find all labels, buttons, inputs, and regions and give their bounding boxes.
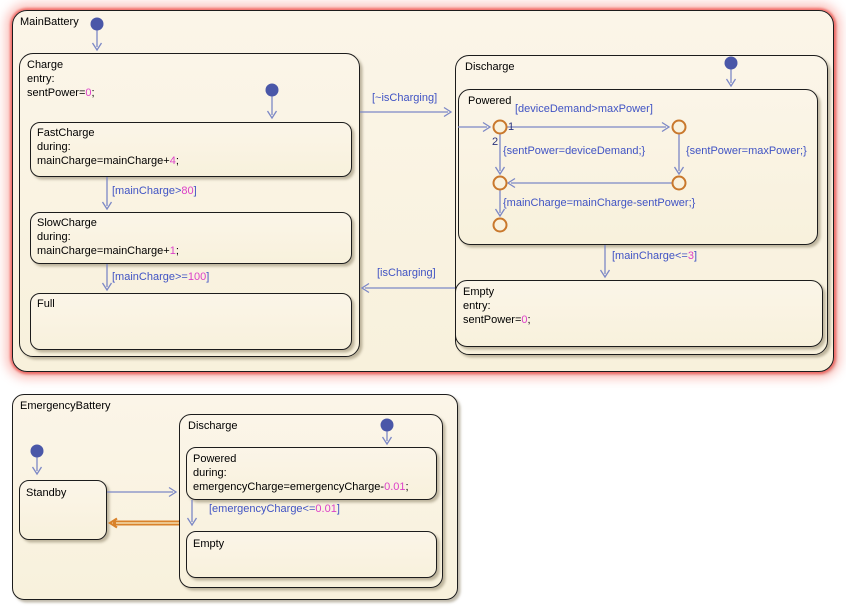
code-segment: ; [175,245,179,257]
entry-label: entry: [27,73,55,85]
numeric-literal: 3 [687,250,694,262]
numeric-literal: 100 [187,271,207,283]
code-segment: ; [527,314,531,326]
state-title: Empty [463,286,495,298]
transition-label-sentpower-maxpower[interactable]: {sentPower=maxPower;} [686,145,807,158]
numeric-literal: 0.01 [315,503,337,515]
code-segment: ] [206,271,210,283]
numeric-literal: 80 [181,185,194,197]
numeric-literal: 0 [85,87,92,99]
branch-number-2: 2 [492,136,499,148]
code-segment: [~isCharging] [372,92,438,104]
code-segment: ; [91,87,95,99]
state-title: MainBattery [20,16,79,28]
state-title: EmergencyBattery [20,400,111,412]
code-segment: {mainCharge=mainCharge-sentPower;} [503,197,696,209]
code-segment: {sentPower=maxPower;} [686,145,807,157]
during-action: emergencyCharge=emergencyCharge-0.01; [193,480,432,494]
code-segment: ] [193,185,197,197]
code-segment: [mainCharge>= [112,271,188,283]
transition-label-maincharge-minus-sentpower[interactable]: {mainCharge=mainCharge-sentPower;} [503,197,695,210]
state-full[interactable]: Full [30,293,352,350]
state-title: Empty [193,538,225,550]
state-title: Charge [27,59,64,71]
state-powered-emergency[interactable]: Powered during: emergencyCharge=emergenc… [186,447,437,500]
code-segment: [mainCharge> [112,185,182,197]
state-powered[interactable]: Powered [458,89,818,245]
transition-label-not-charging[interactable]: [~isCharging] [372,92,437,105]
during-action: mainCharge=mainCharge+1; [37,244,347,258]
transition-label-is-charging[interactable]: [isCharging] [377,267,436,280]
state-fastcharge[interactable]: FastCharge during: mainCharge=mainCharge… [30,122,352,177]
entry-action: sentPower=0; [27,86,355,100]
state-title: Full [37,298,55,310]
code-segment: sentPower= [463,314,522,326]
state-title: Discharge [465,61,515,73]
state-title: Standby [26,487,67,499]
state-title: SlowCharge [37,217,97,229]
state-slowcharge[interactable]: SlowCharge during: mainCharge=mainCharge… [30,212,352,264]
code-segment: ] [336,503,340,515]
code-segment: [isCharging] [377,267,436,279]
state-title: Discharge [188,420,238,432]
code-segment: ; [175,155,179,167]
code-segment: [emergencyCharge<= [209,503,316,515]
transition-label-maincharge-gte-100[interactable]: [mainCharge>=100] [112,271,209,284]
numeric-literal: 0.01 [384,481,406,493]
state-empty-emergency[interactable]: Empty [186,531,437,578]
during-label: during: [37,141,71,153]
state-standby[interactable]: Standby [19,480,107,540]
state-title: Powered [193,453,237,465]
entry-label: entry: [463,300,491,312]
code-segment: mainCharge=mainCharge+ [37,155,170,167]
transition-label-emergencycharge-lte[interactable]: [emergencyCharge<=0.01] [209,503,340,516]
transition-label-maincharge-gt-80[interactable]: [mainCharge>80] [112,185,197,198]
during-action: mainCharge=mainCharge+4; [37,154,347,168]
numeric-literal: 4 [169,155,176,167]
entry-action: sentPower=0; [463,313,818,327]
branch-number-1: 1 [508,121,515,133]
transition-label-sentpower-devicedemand[interactable]: {sentPower=deviceDemand;} [503,145,645,158]
during-label: during: [37,231,71,243]
code-segment: emergencyCharge=emergencyCharge- [193,481,385,493]
code-segment: ] [693,250,698,262]
during-label: during: [193,467,227,479]
code-segment: [deviceDemand>maxPower] [515,103,653,115]
transition-label-maincharge-lte-3[interactable]: [mainCharge<=3] [612,250,697,263]
state-empty-main[interactable]: Empty entry: sentPower=0; [455,280,823,347]
code-segment: {sentPower=deviceDemand;} [503,145,646,157]
state-title: FastCharge [37,127,95,139]
state-title: Powered [468,95,512,107]
code-segment: mainCharge=mainCharge+ [37,245,170,257]
code-segment: ; [405,481,409,493]
numeric-literal: 1 [169,245,176,257]
transition-label-devicedemand[interactable]: [deviceDemand>maxPower] [515,103,653,116]
code-segment: sentPower= [27,87,86,99]
code-segment: [mainCharge<= [612,250,688,262]
numeric-literal: 0 [521,314,528,326]
